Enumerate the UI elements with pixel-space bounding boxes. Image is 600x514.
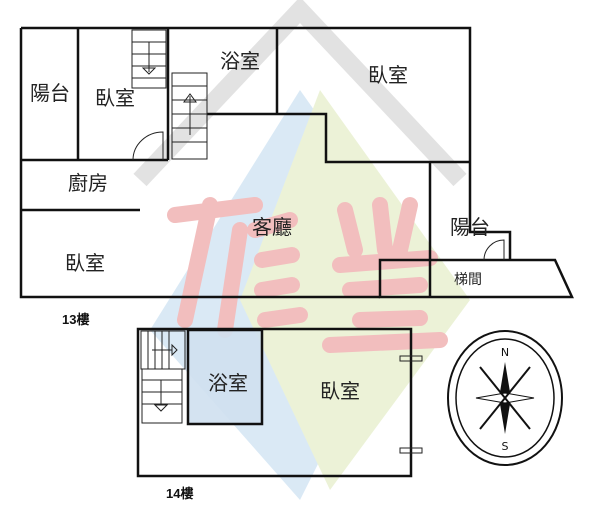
- floor-label: 14樓: [166, 486, 193, 501]
- room-label: 臥室: [368, 63, 408, 87]
- floor-13-plan: 陽台 臥室 浴室 臥室 廚房 客廳 臥室 陽台 梯間 13樓: [19, 26, 574, 327]
- room-label: 廚房: [68, 171, 108, 195]
- room-label: 客廳: [252, 215, 292, 239]
- floor-label: 13樓: [62, 312, 89, 327]
- room-label: 臥室: [65, 251, 105, 275]
- watermark-brush-strokes: [167, 197, 448, 353]
- floor-14-plan: 浴室 臥室 14樓: [136, 327, 423, 501]
- stairs-icon: [140, 330, 186, 424]
- room-label: 臥室: [95, 86, 135, 110]
- stairs-down-icon: [131, 29, 167, 89]
- room-label: 浴室: [208, 371, 248, 395]
- door-swing-icon: [483, 239, 505, 261]
- door-swing-icon: [132, 131, 164, 161]
- compass-south-label: S: [502, 440, 509, 453]
- compass-icon: N S: [447, 330, 563, 466]
- room-label: 浴室: [220, 49, 260, 73]
- room-label: 陽台: [450, 215, 490, 239]
- compass-north-label: N: [501, 346, 509, 359]
- watermark-logo: [133, 0, 470, 500]
- room-label: 陽台: [30, 81, 70, 105]
- room-label: 臥室: [320, 379, 360, 403]
- stairs-up-icon: [171, 72, 208, 160]
- room-label: 梯間: [454, 272, 482, 288]
